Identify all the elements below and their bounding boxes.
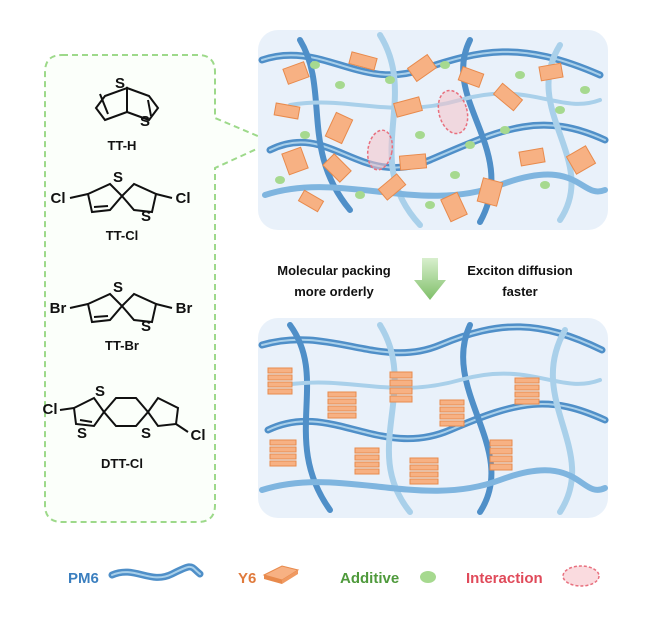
molecule-tt-cl: Cl S S Cl TT-Cl — [51, 169, 191, 243]
dashed-outline — [44, 54, 275, 523]
tt-br-atom-br1: Br — [50, 300, 67, 317]
down-arrow-icon — [414, 258, 446, 300]
dtt-cl-atom-cl2: Cl — [191, 427, 206, 444]
dtt-cl-label: DTT-Cl — [101, 456, 143, 471]
interaction-markers — [366, 89, 469, 171]
packing-text-line1: Molecular packing — [277, 263, 390, 278]
y6-flake-icon — [262, 565, 300, 584]
legend-pm6-label: PM6 — [68, 570, 99, 587]
dtt-cl-atom-s2: S — [77, 425, 87, 442]
pm6-ribbons — [258, 322, 609, 515]
tt-h-label: TT-H — [108, 138, 137, 153]
panel-background — [258, 318, 608, 518]
tt-cl-atom-s2: S — [141, 208, 151, 225]
transition-annotation: Molecular packing more orderly Exciton d… — [277, 258, 573, 300]
legend-y6-label: Y6 — [238, 570, 256, 587]
tt-cl-atom-cl1: Cl — [51, 190, 66, 207]
y6-stacks-ordered — [267, 367, 540, 485]
molecule-dtt-cl: Cl S S S Cl DTT-Cl — [43, 383, 206, 471]
molecule-tt-h: S S TT-H — [94, 75, 160, 153]
tt-h-atom-s1: S — [115, 75, 125, 92]
morphology-panel-after — [258, 318, 609, 518]
additive-structures-panel: S S TT-H Cl S S Cl TT-Cl — [43, 54, 275, 523]
pm6-ribbon-icon — [108, 563, 204, 581]
tt-br-atom-s1: S — [113, 279, 123, 296]
additive-dot-icon — [420, 571, 436, 583]
y6-stack — [354, 447, 380, 475]
tt-cl-atom-cl2: Cl — [176, 190, 191, 207]
interaction-ellipse-icon — [562, 565, 600, 587]
tt-br-label: TT-Br — [105, 338, 139, 353]
y6-stack — [389, 371, 413, 403]
y6-stack — [267, 367, 293, 395]
y6-stack — [327, 391, 357, 419]
dtt-cl-atom-cl1: Cl — [43, 401, 58, 418]
tt-cl-label: TT-Cl — [106, 228, 139, 243]
legend-additive-label: Additive — [340, 570, 399, 587]
diffusion-text-line2: faster — [502, 284, 537, 299]
y6-flakes-disordered — [273, 51, 597, 223]
legend-interaction-label: Interaction — [466, 570, 543, 587]
packing-text-line2: more orderly — [294, 284, 374, 299]
y6-stack — [439, 399, 465, 427]
molecule-tt-br: Br S S Br TT-Br — [50, 279, 193, 353]
tt-br-atom-br2: Br — [176, 300, 193, 317]
dtt-cl-atom-s3: S — [141, 425, 151, 442]
legend: PM6 Y6 Additive Interaction — [68, 563, 600, 587]
tt-cl-atom-s1: S — [113, 169, 123, 186]
y6-stack — [489, 439, 513, 471]
y6-stack — [514, 377, 540, 405]
tt-br-atom-s2: S — [141, 318, 151, 335]
tt-h-atom-s2: S — [140, 113, 150, 130]
morphology-panel-before — [258, 30, 609, 230]
y6-stack — [269, 439, 297, 467]
diffusion-text-line1: Exciton diffusion — [467, 263, 573, 278]
dtt-cl-atom-s1: S — [95, 383, 105, 400]
y6-stack — [409, 457, 439, 485]
additive-dots — [275, 61, 590, 209]
pm6-ribbons — [258, 32, 609, 228]
